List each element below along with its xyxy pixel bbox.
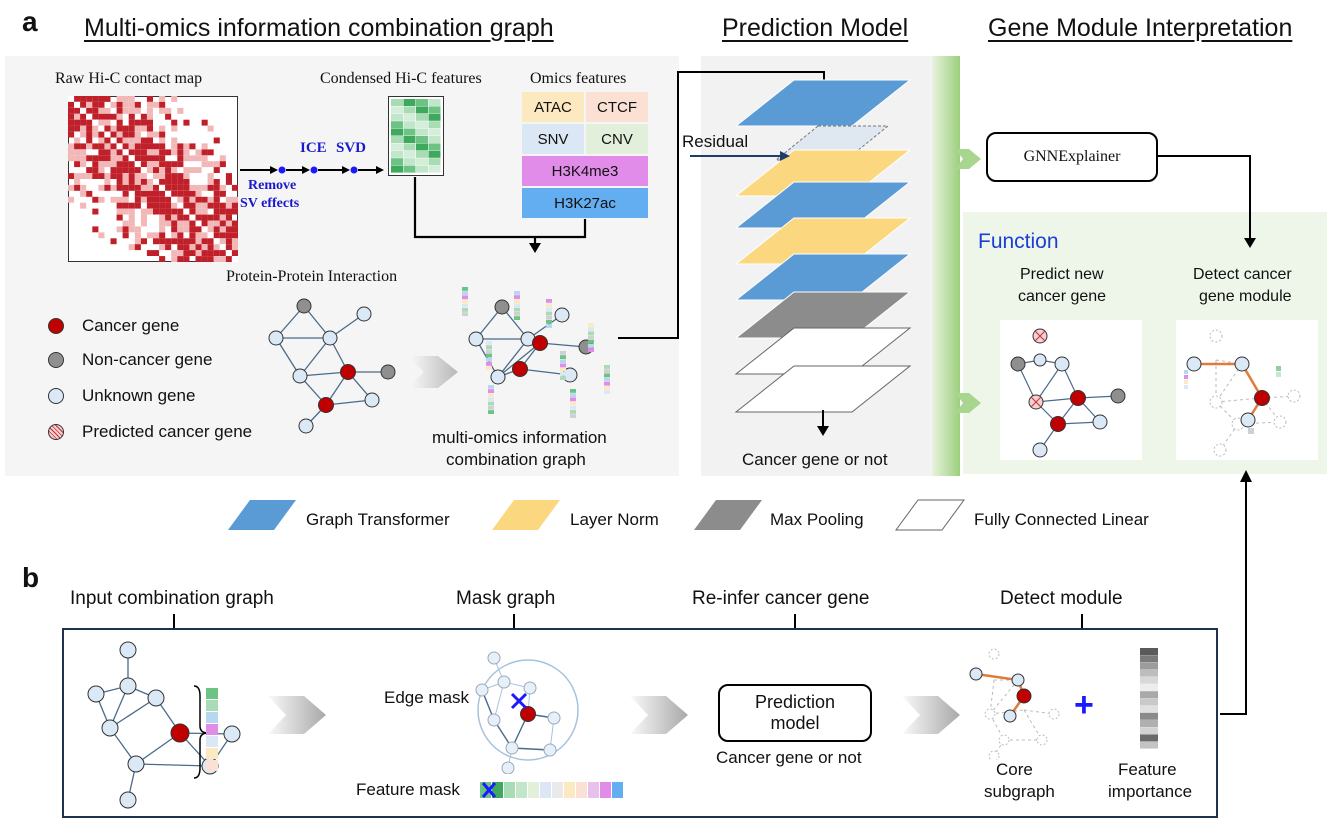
merge-arrow <box>413 177 587 253</box>
condensed-hic-features <box>388 96 444 176</box>
masked-graph <box>475 651 579 774</box>
raw-hic-contact-map <box>68 96 238 262</box>
legend-non-cancer-gene-label: Non-cancer gene <box>82 350 213 369</box>
predict-new-label-2: cancer gene <box>1018 288 1107 305</box>
omics-snv: SNV <box>522 124 584 154</box>
omics-h3k27ac: H3K27ac <box>522 188 648 218</box>
residual-arrow <box>690 151 790 161</box>
legend-fully-connected-linear: Fully Connected Linear <box>974 510 1149 529</box>
detect-module-label-1: Detect cancer <box>1193 266 1292 283</box>
ppi-to-graph-arrow <box>408 356 458 388</box>
step-detect-module: Detect module <box>1000 588 1123 609</box>
ppi-label: Protein-Protein Interaction <box>226 268 398 285</box>
legend-max-pooling: Max Pooling <box>770 510 864 529</box>
plus-sign: + <box>1074 686 1094 724</box>
core-label-1: Core <box>996 760 1033 779</box>
arrow-b1 <box>268 696 326 734</box>
step-ticks <box>173 614 1083 630</box>
omics-h3k4me3: H3K4me3 <box>522 156 648 186</box>
hic-pipeline-arrows <box>240 166 384 174</box>
combination-graph-label-2: combination graph <box>446 450 586 469</box>
non-cancer-gene-dot <box>48 352 64 368</box>
cancer-gene-dot <box>48 318 64 334</box>
panel-b-letter: b <box>22 562 40 593</box>
detect-module-label-2: gene module <box>1199 288 1292 305</box>
prediction-model-label-1: Prediction <box>754 692 836 712</box>
feedback-arrow <box>1220 470 1252 715</box>
svd-label: SVD <box>336 140 367 156</box>
step-mask-graph: Mask graph <box>456 588 556 609</box>
predict-new-label-1: Predict new <box>1020 266 1104 283</box>
arrow-b3 <box>902 696 960 734</box>
core-subgraph <box>969 648 1060 760</box>
omics-cnv: CNV <box>586 124 648 154</box>
function-title: Function <box>978 230 1059 253</box>
prediction-model-stack <box>734 79 912 436</box>
legend-unknown-gene-label: Unknown gene <box>82 386 196 405</box>
graph-section-title: Multi-omics information combination grap… <box>84 14 554 42</box>
step-reinfer: Re-infer cancer gene <box>692 588 870 609</box>
step-input-graph: Input combination graph <box>70 588 274 609</box>
interpretation-section-title: Gene Module Interpretation <box>988 14 1293 42</box>
predicted-cancer-gene-dot <box>48 424 64 440</box>
ppi-network <box>268 298 396 434</box>
legend-graph-transformer: Graph Transformer <box>306 510 450 529</box>
remove-sv-label-2: SV effects <box>240 196 300 211</box>
prediction-section-title: Prediction Model <box>722 14 909 42</box>
prediction-model-label-2: model <box>770 713 820 733</box>
legend-predicted-cancer-gene: Predicted cancer gene <box>48 422 252 442</box>
unknown-gene-dot <box>48 388 64 404</box>
residual-label: Residual <box>682 132 749 151</box>
legend-unknown-gene: Unknown gene <box>48 386 195 406</box>
green-arrow-top <box>955 149 981 169</box>
green-arrow-bottom <box>955 393 981 413</box>
feature-label-1: Feature <box>1118 760 1177 779</box>
gnnexplainer-arrow <box>1158 155 1256 248</box>
layer-legend <box>228 499 965 531</box>
legend-non-cancer-gene: Non-cancer gene <box>48 350 212 370</box>
edge-mask-label: Edge mask <box>384 688 470 707</box>
panel-a-letter: a <box>22 6 38 37</box>
legend-predicted-cancer-gene-label: Predicted cancer gene <box>82 422 253 441</box>
omics-features-label: Omics features <box>530 70 627 87</box>
combination-graph <box>462 287 610 418</box>
omics-atac: ATAC <box>522 92 584 122</box>
gnnexplainer-box: GNNExplainer <box>986 132 1158 182</box>
core-label-2: subgraph <box>984 782 1055 801</box>
panel-b-frame <box>62 628 1218 818</box>
prediction-model-box: Prediction model <box>718 684 872 742</box>
arrow-b2 <box>630 696 688 734</box>
detect-module-graph <box>1176 320 1318 460</box>
panel-b-output-label: Cancer gene or not <box>716 748 862 767</box>
combination-graph-label-1: multi-omics information <box>432 428 607 447</box>
ice-label: ICE <box>300 140 327 156</box>
input-combination-graph <box>87 641 241 809</box>
condensed-hic-label: Condensed Hi-C features <box>320 70 482 87</box>
feature-mask-label: Feature mask <box>356 780 460 799</box>
raw-hic-label: Raw Hi-C contact map <box>55 70 203 87</box>
feature-label-2: importance <box>1108 782 1193 801</box>
model-output-label: Cancer gene or not <box>742 450 888 469</box>
legend-cancer-gene: Cancer gene <box>48 316 179 336</box>
omics-ctcf: CTCF <box>586 92 648 122</box>
legend-cancer-gene-label: Cancer gene <box>82 316 180 335</box>
feature-mask-bar <box>480 782 623 798</box>
feature-importance-bar <box>1140 648 1158 749</box>
legend-layer-norm: Layer Norm <box>570 510 659 529</box>
green-arrow-band <box>932 56 960 476</box>
remove-sv-label-1: Remove <box>248 178 297 193</box>
predict-new-gene-graph <box>1000 320 1142 460</box>
